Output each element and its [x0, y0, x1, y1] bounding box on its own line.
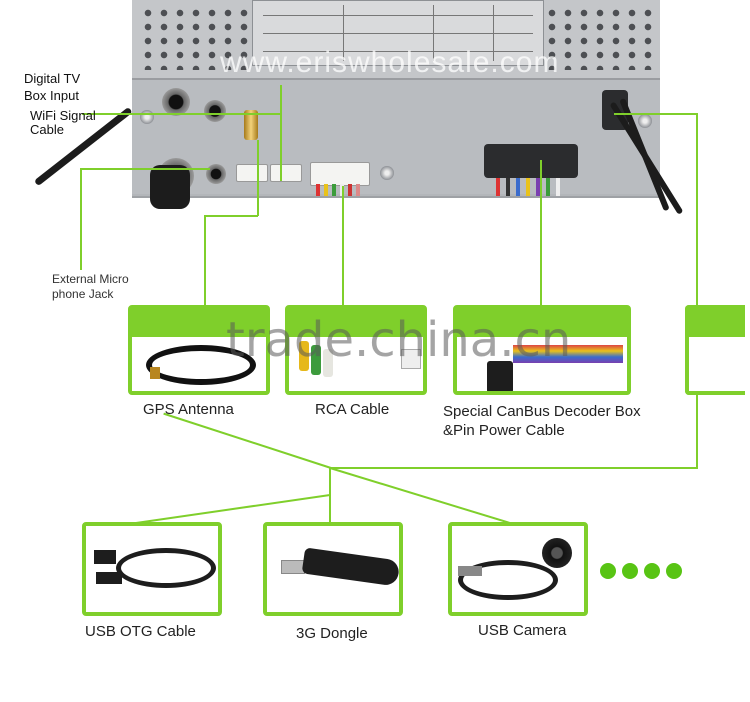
rca-harness-connector: [310, 162, 370, 186]
gold-connector-icon: [150, 367, 160, 379]
camera-lens-icon: [542, 538, 572, 568]
3g-dongle-box: [263, 522, 403, 616]
usb-plug-icon: [281, 560, 305, 574]
power-harness-connector: [484, 144, 578, 178]
usb-plug-icon: [94, 550, 116, 564]
connector-line: [614, 113, 698, 115]
connector-line: [540, 160, 542, 306]
usb-plug-icon: [458, 566, 482, 576]
wiring-label-plate: [252, 0, 544, 66]
box-band: [457, 309, 627, 337]
more-dot: [622, 563, 638, 579]
screw: [638, 114, 652, 128]
box-band: [289, 309, 423, 337]
usb-camera-caption: USB Camera: [478, 622, 567, 639]
vent-holes-right: [544, 6, 656, 70]
connector-line: [257, 140, 259, 216]
head-unit-rear-panel: [132, 0, 660, 198]
rca-cable-caption: RCA Cable: [315, 401, 390, 418]
white-connector: [270, 164, 302, 182]
connector-panel: [132, 80, 660, 196]
connector-line: [135, 494, 331, 524]
wifi-label-line2: Cable: [30, 122, 64, 137]
connector-line: [163, 412, 332, 469]
box-band: [689, 309, 745, 337]
connector-line: [342, 186, 344, 306]
rca-cable-box: [285, 305, 427, 395]
connector-line: [330, 467, 698, 469]
mic-port: [206, 164, 226, 184]
vent-holes-left: [140, 6, 250, 70]
antenna-connector: [244, 110, 258, 140]
connector-line: [696, 113, 698, 469]
connector-line: [82, 113, 282, 115]
connector-line: [80, 168, 210, 170]
more-dot: [666, 563, 682, 579]
rca-plug-icon: [311, 345, 321, 375]
canbus-caption-line2: &Pin Power Cable: [443, 422, 565, 439]
canbus-box: [453, 305, 631, 395]
usb-camera-box: [448, 522, 588, 616]
usb-plug-icon: [96, 572, 122, 584]
connector-line: [280, 85, 282, 181]
rca-plug-icon: [323, 349, 333, 377]
top-chassis: [132, 0, 660, 80]
more-dot: [600, 563, 616, 579]
more-dot: [644, 563, 660, 579]
cable-loop-icon: [458, 560, 558, 600]
wifi-port: [204, 100, 226, 122]
mic-label-line2: phone Jack: [52, 287, 114, 301]
box-input-label: Box Input: [24, 88, 79, 103]
cable-loop-icon: [116, 548, 216, 588]
coiled-cable-icon: [146, 345, 256, 385]
rca-plug-icon: [299, 341, 309, 371]
gps-antenna-caption: GPS Antenna: [143, 401, 234, 418]
wire-bundle-icon: [513, 345, 623, 363]
box-band: [132, 309, 266, 337]
canbus-caption-line1: Special CanBus Decoder Box: [443, 403, 641, 420]
connector-line: [329, 467, 511, 524]
gps-antenna-box: [128, 305, 270, 395]
digital-tv-label: Digital TV: [24, 71, 81, 86]
connector-line: [80, 168, 82, 270]
usb-otg-caption: USB OTG Cable: [85, 623, 196, 640]
partial-box: [685, 305, 745, 395]
screw: [380, 166, 394, 180]
gps-cable-plug: [150, 165, 190, 209]
harness-plug-icon: [401, 349, 421, 369]
power-connector-icon: [487, 361, 513, 391]
wifi-label-line1: WiFi Signal: [30, 108, 96, 123]
connector-line: [204, 215, 206, 307]
digital-tv-port: [162, 88, 190, 116]
dongle-icon: [301, 547, 399, 587]
watermark-top: www.eriswholesale.com: [220, 46, 560, 79]
usb-otg-box: [82, 522, 222, 616]
connector-line: [204, 215, 258, 217]
watermark-middle: trade.china.cn: [226, 312, 572, 368]
white-connector: [236, 164, 268, 182]
mic-label-line1: External Micro: [52, 272, 129, 286]
3g-dongle-caption: 3G Dongle: [296, 625, 368, 642]
